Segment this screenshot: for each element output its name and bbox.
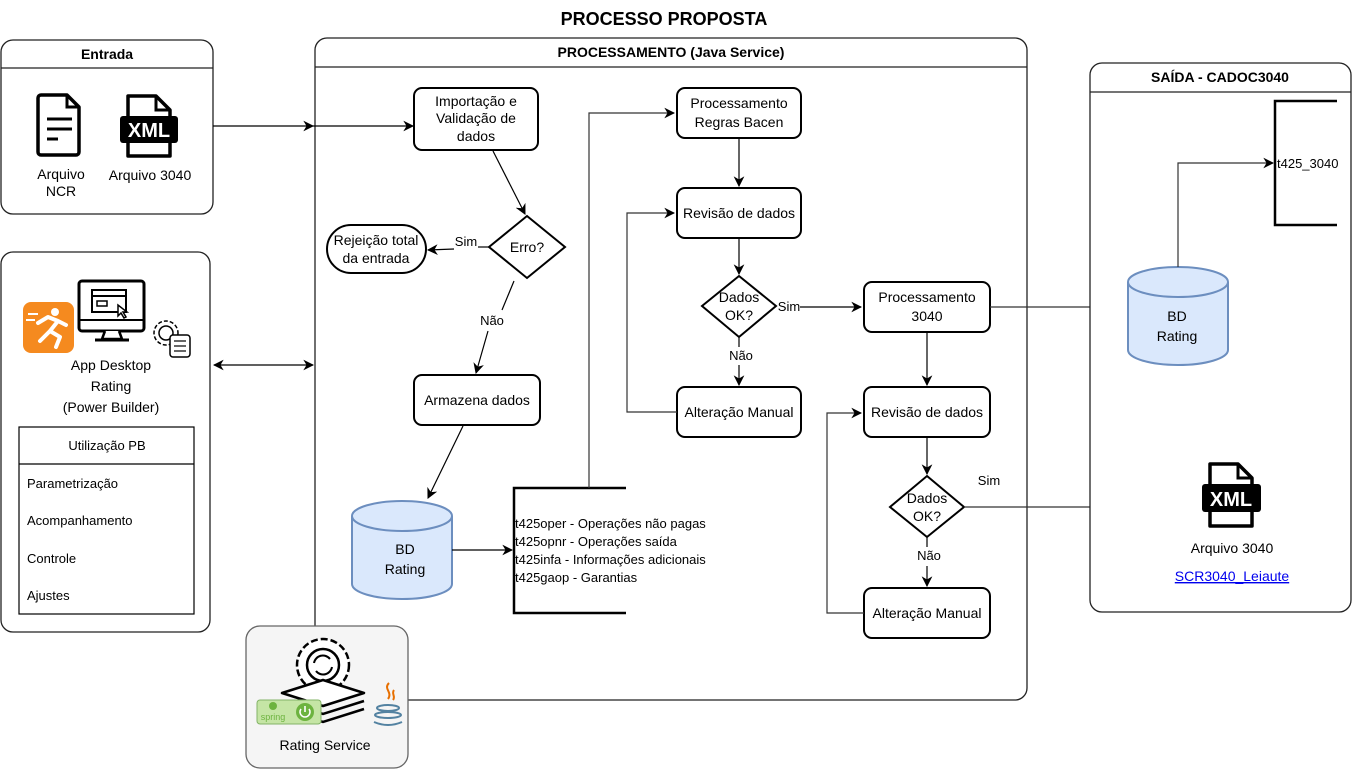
svg-text:Rejeição total: Rejeição total (334, 232, 419, 248)
rating-service-container[interactable]: spring Rating Service (245, 625, 409, 769)
file-label-ncr-2: NCR (46, 183, 76, 199)
svg-text:spring: spring (261, 712, 286, 722)
document-icon (36, 93, 81, 157)
edge-alteracao1-loop (626, 207, 677, 413)
edge-armazena-to-bd (427, 425, 464, 499)
app-desktop-label-1: App Desktop (71, 357, 151, 373)
edge-importacao-to-erro (492, 150, 526, 215)
node-alteracao-1[interactable]: Alteração Manual (676, 386, 802, 438)
xml-file-icon: XML (120, 94, 178, 158)
svg-text:Rating: Rating (385, 561, 425, 577)
table-item: t425gaop - Garantias (515, 570, 638, 585)
edge-erro-nao (473, 330, 489, 375)
svg-text:da entrada: da entrada (343, 250, 410, 266)
svg-text:Processamento: Processamento (878, 289, 975, 305)
usage-list: Utilização PB Parametrização Acompanhame… (18, 426, 195, 615)
file-label-3040: Arquivo 3040 (109, 167, 192, 183)
node-armazena[interactable]: Armazena dados (413, 374, 541, 426)
xml-file-icon: XML (1202, 462, 1261, 528)
svg-text:Alteração Manual: Alteração Manual (685, 404, 794, 420)
edge-label-nao: Não (480, 313, 504, 328)
usage-item: Parametrização (27, 476, 118, 491)
edge-label-sim: Sim (978, 473, 1000, 488)
edge-label-sim: Sim (455, 234, 477, 249)
table-annotation-t425-3040: t425_3040 (1273, 99, 1338, 227)
page-title: PROCESSO PROPOSTA (561, 9, 768, 29)
edge-label-sim: Sim (778, 299, 800, 314)
edge-erro-sim (426, 244, 455, 256)
node-erro-decision[interactable]: Erro? (487, 214, 567, 280)
svg-text:Revisão de dados: Revisão de dados (683, 205, 795, 221)
file-label-ncr-1: Arquivo (37, 166, 85, 182)
node-dados-ok-1[interactable]: Dados OK? (700, 274, 778, 339)
svg-text:OK?: OK? (913, 508, 941, 524)
edge-label-nao: Não (917, 548, 941, 563)
svg-text:Revisão de dados: Revisão de dados (871, 404, 983, 420)
table-item: t425oper - Operações não pagas (515, 516, 706, 531)
app-desktop-label-3: (Power Builder) (63, 399, 159, 415)
edge-bd-to-t425-3040 (1177, 157, 1275, 267)
svg-text:dados: dados (457, 128, 495, 144)
processamento-container: PROCESSAMENTO (Java Service) (314, 37, 1028, 701)
svg-text:BD: BD (1167, 308, 1186, 324)
svg-text:XML: XML (128, 120, 170, 142)
app-desktop-label-2: Rating (91, 378, 131, 394)
node-proc-3040[interactable]: Processamento 3040 (863, 281, 991, 333)
saida-title: SAÍDA - CADOC3040 (1151, 69, 1289, 85)
table-item: t425infa - Informações adicionais (515, 552, 706, 567)
usage-item: Ajustes (27, 588, 70, 603)
svg-text:3040: 3040 (911, 308, 942, 324)
svg-text:Processamento: Processamento (690, 95, 787, 111)
node-importacao[interactable]: Importação e Validação de dados (413, 87, 539, 151)
svg-text:Erro?: Erro? (510, 239, 544, 255)
edge-label-nao: Não (729, 348, 753, 363)
svg-text:Alteração Manual: Alteração Manual (873, 605, 982, 621)
svg-text:Regras Bacen: Regras Bacen (695, 114, 784, 130)
node-revisao-2[interactable]: Revisão de dados (863, 386, 991, 438)
tables-annotation: t425oper - Operações não pagas t425opnr … (512, 486, 706, 615)
edge-erro-nao-a (501, 280, 515, 311)
svg-text:Dados: Dados (907, 490, 947, 506)
usage-header: Utilização PB (68, 438, 145, 453)
node-rejeicao[interactable]: Rejeição total da entrada (326, 224, 427, 274)
db-rating-proc[interactable]: BD Rating (351, 500, 453, 600)
desktop-monitor-icon (77, 279, 146, 342)
table-name: t425_3040 (1277, 156, 1338, 171)
usage-item: Acompanhamento (27, 513, 133, 528)
node-alteracao-2[interactable]: Alteração Manual (863, 587, 991, 639)
svg-text:Importação e: Importação e (435, 93, 517, 109)
svg-text:BD: BD (395, 541, 414, 557)
node-revisao-1[interactable]: Revisão de dados (676, 187, 802, 239)
svg-text:Rating: Rating (1157, 328, 1197, 344)
svg-text:Armazena dados: Armazena dados (424, 392, 530, 408)
svg-text:Validação de: Validação de (436, 110, 516, 126)
java-icon (373, 682, 403, 726)
node-regras-bacen[interactable]: Processamento Regras Bacen (676, 87, 802, 139)
svg-text:OK?: OK? (725, 307, 753, 323)
output-file-label: Arquivo 3040 (1191, 540, 1274, 556)
svg-text:Dados: Dados (719, 289, 759, 305)
table-item: t425opnr - Operações saída (515, 534, 678, 549)
rating-service-label: Rating Service (279, 737, 370, 753)
usage-item: Controle (27, 551, 76, 566)
db-rating-saida[interactable]: BD Rating (1127, 266, 1229, 366)
processamento-title: PROCESSAMENTO (Java Service) (558, 44, 785, 60)
entrada-container: Entrada Arquivo NCR XML Arquivo 3040 (0, 39, 214, 215)
app-desktop-container: App Desktop Rating (Power Builder) Utili… (0, 251, 211, 633)
gear-settings-icon (153, 320, 191, 358)
entrada-title: Entrada (81, 46, 133, 62)
svg-text:XML: XML (1210, 489, 1252, 511)
scr3040-layout-link[interactable]: SCR3040_Leiaute (1175, 568, 1290, 584)
spring-boot-icon: spring (256, 699, 322, 725)
edge-tables-to-regras (588, 107, 676, 488)
runner-app-icon (23, 302, 74, 353)
edge-alteracao2-loop (826, 407, 864, 614)
